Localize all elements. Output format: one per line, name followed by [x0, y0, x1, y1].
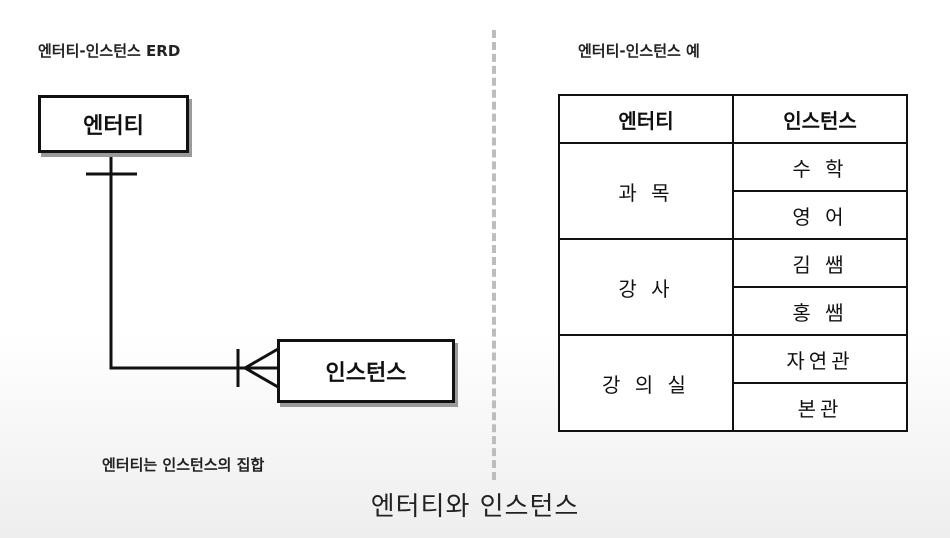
table-instance-cell: 김 쌤 — [732, 238, 908, 288]
table-row: 과 목 수 학 — [558, 142, 908, 240]
example-section-title: 엔터티-인스턴스 예 — [578, 42, 700, 60]
crow-foot-lower — [244, 366, 279, 389]
erd-section-title: 엔터티-인스턴스 ERD — [38, 42, 181, 60]
instance-box: 인스턴스 — [277, 339, 455, 403]
table-instance-cell: 홍 쌤 — [732, 286, 908, 336]
table-header-instance: 인스턴스 — [732, 94, 908, 144]
section-divider — [492, 30, 496, 480]
table-row: 홍 쌤 — [559, 286, 908, 336]
entity-box: 엔터티 — [38, 95, 189, 153]
table-instance-cell: 수 학 — [732, 142, 908, 192]
erd-caption: 엔터티는 인스턴스의 집합 — [102, 456, 265, 474]
table-row: 본관 — [559, 382, 908, 432]
table-row: 영 어 — [559, 190, 908, 240]
table-header-entity: 엔터티 — [558, 94, 734, 144]
table-row: 강 사 김 쌤 — [558, 238, 908, 336]
instance-box-label: 인스턴스 — [325, 361, 407, 386]
table-entity-cell: 강 사 — [558, 238, 734, 336]
slide-title: 엔터티와 인스턴스 — [370, 492, 580, 522]
table-instance-cell: 자연관 — [732, 334, 908, 384]
entity-box-label: 엔터티 — [83, 114, 144, 139]
table-entity-cell: 과 목 — [558, 142, 734, 240]
table-entity-cell: 강 의 실 — [558, 334, 734, 432]
table-header-row: 엔터티 인스턴스 — [558, 94, 908, 144]
entity-instance-table: 엔터티 인스턴스 과 목 수 학 영 어 강 사 김 쌤 홍 쌤 강 의 실 자… — [558, 94, 908, 432]
crow-foot-upper — [244, 347, 279, 370]
table-instance-cell: 본관 — [732, 382, 908, 432]
table-row: 강 의 실 자연관 — [558, 334, 908, 432]
table-instance-cell: 영 어 — [732, 190, 908, 240]
